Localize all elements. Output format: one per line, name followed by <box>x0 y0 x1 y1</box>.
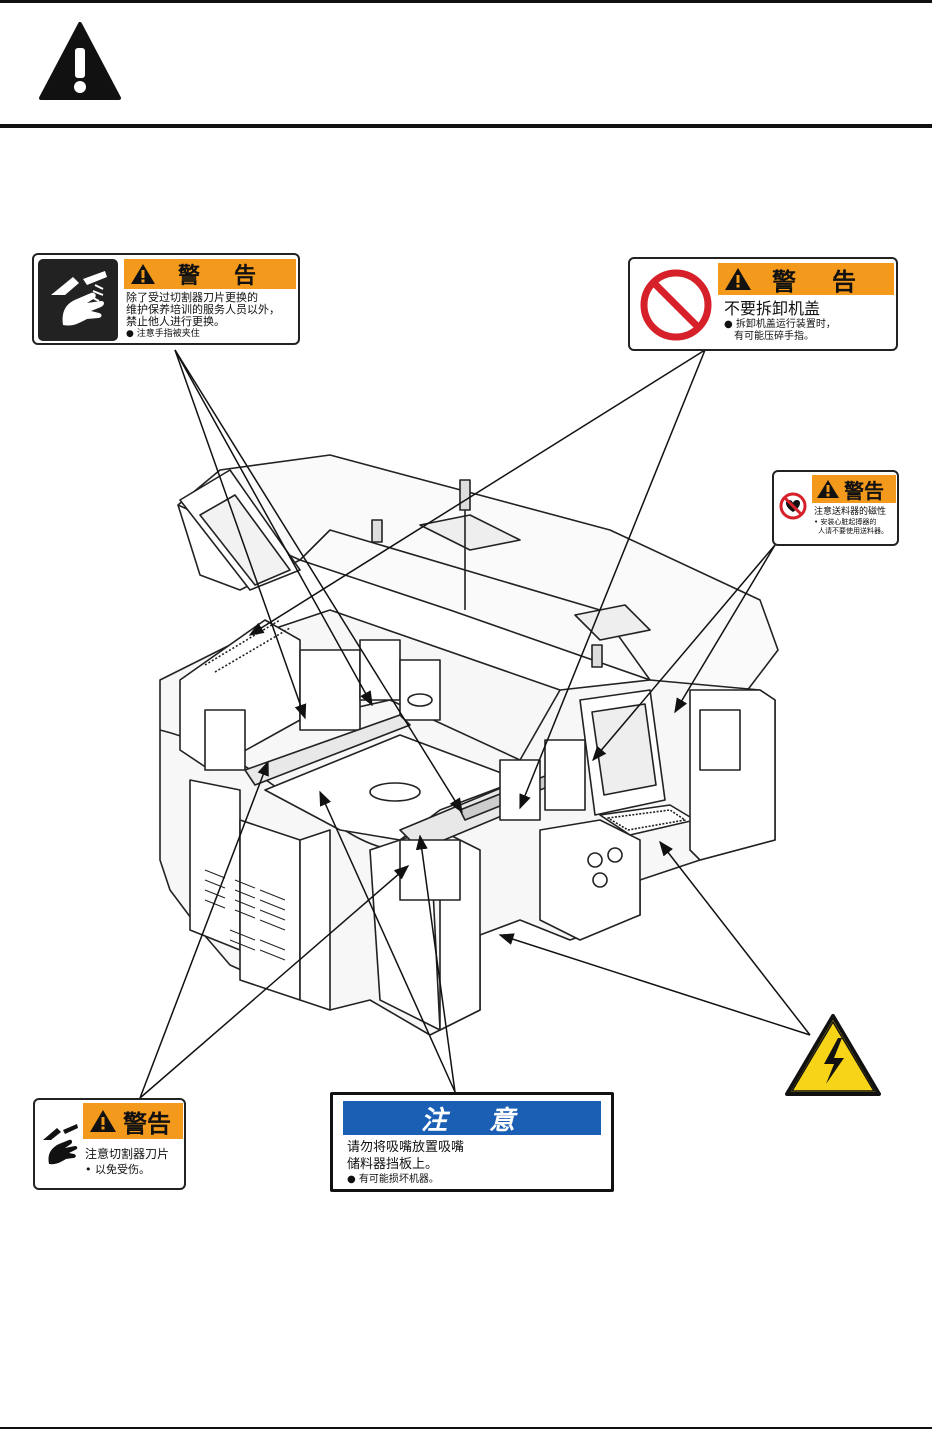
cutter-warning-text: 除了受过切割器刀片更换的 维护保养培训的服务人员以外， 禁止他人进行更换。 ● … <box>126 292 298 340</box>
blade-warning-text: 注意切割器刀片 • 以免受伤。 <box>85 1146 185 1178</box>
cutter-warning-note: ● 注意手指被夹住 <box>126 328 298 340</box>
warning-triangle-icon <box>724 266 752 292</box>
cover-warning-label: 警 告 不要拆卸机盖 ● 拆卸机盖运行装置时， 有可能压碎手指。 <box>628 257 898 351</box>
cutter-warning-title: 警 告 <box>178 258 262 290</box>
blade-warning-header: 警告 <box>83 1103 183 1139</box>
warning-triangle-icon <box>130 262 156 286</box>
blade-warning-label: 警告 注意切割器刀片 • 以免受伤。 <box>33 1098 186 1190</box>
magnet-warning-note1: • 安装心脏起搏器的 <box>814 518 899 527</box>
cutter-warning-header: 警 告 <box>124 259 296 289</box>
cutter-warning-label: 警 告 除了受过切割器刀片更换的 维护保养培训的服务人员以外， 禁止他人进行更换… <box>32 253 300 345</box>
magnet-warning-main: 注意送料器的磁性 <box>814 506 899 518</box>
nozzle-caution-title: 注 意 <box>421 1100 523 1137</box>
hand-pinch-icon <box>38 259 118 341</box>
cutter-warning-line3: 禁止他人进行更换。 <box>126 316 298 328</box>
warning-triangle-icon <box>816 478 840 500</box>
magnet-warning-title: 警告 <box>844 475 884 504</box>
nozzle-caution-note: ● 有可能损坏机器。 <box>347 1173 607 1187</box>
magnet-warning-header: 警告 <box>812 475 896 503</box>
warning-triangle-icon <box>89 1108 117 1134</box>
magnet-warning-note2: 人请不要使用送料器。 <box>814 527 899 536</box>
nozzle-caution-text: 请勿将吸嘴放置吸嘴 储料器挡板上。 ● 有可能损坏机器。 <box>347 1139 607 1187</box>
nozzle-caution-line2: 储料器挡板上。 <box>347 1156 607 1173</box>
cover-warning-title: 警 告 <box>772 262 862 297</box>
high-voltage-icon <box>784 1012 882 1098</box>
blade-warning-line1: 注意切割器刀片 <box>85 1146 185 1162</box>
nozzle-caution-label: 注 意 请勿将吸嘴放置吸嘴 储料器挡板上。 ● 有可能损坏机器。 <box>330 1092 614 1192</box>
hand-pinch-icon <box>39 1120 79 1168</box>
cover-warning-main: 不要拆卸机盖 <box>724 299 896 319</box>
cover-warning-note1: ● 拆卸机盖运行装置时， <box>724 319 896 331</box>
pacemaker-prohibited-icon <box>777 490 809 522</box>
nozzle-caution-line1: 请勿将吸嘴放置吸嘴 <box>347 1139 607 1156</box>
magnet-warning-label: 警告 注意送料器的磁性 • 安装心脏起搏器的 人请不要使用送料器。 <box>772 470 899 546</box>
magnet-warning-text: 注意送料器的磁性 • 安装心脏起搏器的 人请不要使用送料器。 <box>814 506 899 536</box>
blade-warning-line2: • 以免受伤。 <box>85 1162 185 1178</box>
nozzle-caution-header: 注 意 <box>343 1101 601 1135</box>
blade-warning-title: 警告 <box>123 1104 171 1139</box>
cover-warning-text: 不要拆卸机盖 ● 拆卸机盖运行装置时， 有可能压碎手指。 <box>724 299 896 343</box>
cover-warning-header: 警 告 <box>718 263 894 295</box>
cover-warning-note2: 有可能压碎手指。 <box>724 331 896 343</box>
prohibition-icon <box>636 265 716 345</box>
footer-rule <box>0 1427 932 1429</box>
